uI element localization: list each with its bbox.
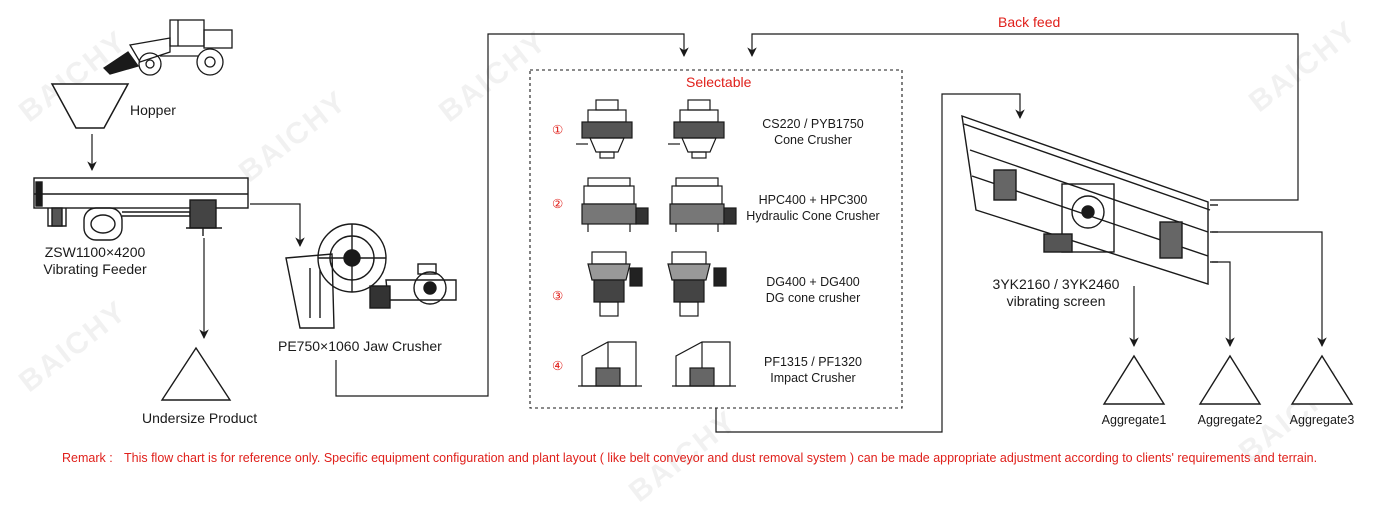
dg-cone-crusher-icon bbox=[587, 251, 727, 317]
option-1-number: ① bbox=[552, 123, 564, 137]
aggregate-3-label: Aggregate3 bbox=[1289, 413, 1355, 427]
undersize-pile bbox=[160, 346, 232, 401]
undersize-label: Undersize Product bbox=[142, 410, 258, 426]
option-4-model: PF1315 / PF1320 bbox=[764, 355, 862, 369]
option-1-type: Cone Crusher bbox=[774, 133, 852, 147]
option-3-type: DG cone crusher bbox=[765, 291, 861, 305]
hopper-shape bbox=[50, 83, 130, 129]
remark-text: This flow chart is for reference only. S… bbox=[124, 451, 1318, 465]
jaw-crusher-label: PE750×1060 Jaw Crusher bbox=[278, 338, 442, 354]
option-1-model: CS220 / PYB1750 bbox=[762, 117, 864, 131]
aggregate-pile-3 bbox=[1290, 354, 1354, 405]
option-1-label: CS220 / PYB1750 Cone Crusher bbox=[738, 116, 888, 148]
option-4-number: ④ bbox=[552, 359, 564, 373]
feeder-label: ZSW1100×4200 Vibrating Feeder bbox=[20, 244, 170, 278]
option-2-type: Hydraulic Cone Crusher bbox=[746, 209, 880, 223]
option-2-model: HPC400 + HPC300 bbox=[758, 193, 868, 207]
option-4-label: PF1315 / PF1320 Impact Crusher bbox=[738, 354, 888, 386]
screen-label: 3YK2160 / 3YK2460 vibrating screen bbox=[976, 276, 1136, 310]
back-feed-label: Back feed bbox=[998, 14, 1061, 30]
screen-name: vibrating screen bbox=[1006, 293, 1106, 309]
feeder-model: ZSW1100×4200 bbox=[44, 244, 146, 260]
cone-crusher-cs-icon bbox=[576, 99, 725, 159]
screen-model: 3YK2160 / 3YK2460 bbox=[992, 276, 1120, 292]
aggregate-pile-1 bbox=[1102, 354, 1166, 405]
feeder-name: Vibrating Feeder bbox=[43, 261, 147, 277]
remark-tag: Remark : bbox=[62, 451, 113, 465]
option-3-label: DG400 + DG400 DG cone crusher bbox=[738, 274, 888, 306]
option-3-model: DG400 + DG400 bbox=[766, 275, 860, 289]
wheel-loader-icon bbox=[102, 19, 233, 76]
option-4-type: Impact Crusher bbox=[770, 371, 856, 385]
impact-crusher-icon bbox=[578, 341, 736, 387]
option-2-label: HPC400 + HPC300 Hydraulic Cone Crusher bbox=[738, 192, 888, 224]
hopper-label: Hopper bbox=[130, 102, 176, 118]
option-2-number: ② bbox=[552, 197, 564, 211]
hydraulic-cone-crusher-icon bbox=[581, 177, 737, 232]
aggregate-2-label: Aggregate2 bbox=[1197, 413, 1263, 427]
vibrating-feeder-icon bbox=[33, 177, 249, 241]
selectable-title: Selectable bbox=[686, 74, 752, 90]
vibrating-screen-icon bbox=[961, 114, 1218, 285]
aggregate-pile-2 bbox=[1198, 354, 1262, 405]
option-3-number: ③ bbox=[552, 289, 564, 303]
jaw-crusher-icon bbox=[285, 223, 457, 329]
aggregate-1-label: Aggregate1 bbox=[1101, 413, 1167, 427]
